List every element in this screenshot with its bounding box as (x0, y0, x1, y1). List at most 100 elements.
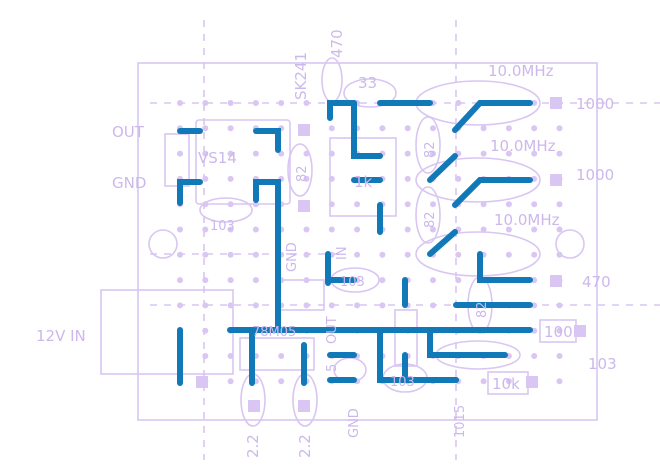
pad (556, 378, 563, 385)
pad (227, 251, 234, 258)
pad (227, 226, 234, 233)
pad (227, 378, 234, 385)
pad (531, 100, 538, 106)
pad (404, 251, 411, 258)
pad (177, 277, 183, 284)
pad (505, 150, 512, 157)
pad (430, 125, 436, 132)
pad (252, 251, 259, 258)
pad (202, 251, 209, 258)
pad (303, 302, 310, 309)
label-xtal3: 10.0MHz (494, 211, 560, 229)
pad (202, 302, 209, 309)
r1k-body (329, 137, 397, 217)
pad (227, 100, 234, 106)
pad (303, 100, 310, 106)
board-outline (137, 62, 598, 421)
pad (505, 201, 512, 208)
label-c82-a: 82 (423, 141, 438, 158)
label-out-mid: OUT (325, 316, 340, 344)
pad (531, 125, 538, 132)
c103a-body (199, 197, 253, 223)
pad (328, 302, 335, 309)
label-c22-b: 2.2 (296, 434, 314, 458)
pad (252, 226, 259, 233)
copper-traces (177, 100, 533, 386)
pad (531, 251, 538, 258)
pad (328, 226, 335, 233)
label-c1015: 1015 (453, 405, 468, 438)
pad (278, 100, 285, 106)
vs14-body (195, 119, 291, 205)
pad (278, 378, 285, 385)
pad (379, 302, 386, 309)
pad (505, 125, 512, 132)
pad (202, 150, 209, 157)
label-r1000-a: 1000 (576, 95, 614, 113)
pad (252, 100, 259, 106)
mounting-hole-left (148, 229, 178, 259)
pad (202, 175, 209, 182)
pad (354, 201, 361, 208)
square-pads (196, 97, 586, 412)
pad (227, 125, 234, 132)
c82c-body (287, 143, 313, 197)
label-xtal2: 10.0MHz (490, 137, 556, 155)
pad (531, 353, 538, 359)
pad (556, 353, 563, 359)
label-vs14: VS14 (198, 149, 237, 167)
label-power-in: 12V IN (36, 327, 86, 345)
pad (252, 150, 259, 157)
pad (531, 277, 538, 284)
pad (328, 125, 335, 132)
pad (430, 302, 436, 309)
pad (202, 100, 209, 106)
pad (480, 125, 487, 132)
pad (177, 150, 183, 157)
pad (177, 100, 183, 106)
pad (303, 251, 310, 258)
label-r100: 100 (544, 323, 573, 341)
pad (556, 201, 563, 208)
label-r10k: 10k (492, 375, 520, 393)
pad (252, 302, 259, 309)
c33-body (343, 78, 397, 108)
pad (404, 125, 411, 132)
pad (404, 175, 411, 182)
pad (404, 201, 411, 208)
c82b-body (415, 186, 441, 244)
pad (455, 277, 462, 284)
label-sk241: SK241 (292, 52, 310, 100)
pad (404, 150, 411, 157)
pad (556, 251, 563, 258)
label-r470-right: 470 (582, 273, 611, 291)
pad (227, 175, 234, 182)
label-c82-c: 82 (295, 165, 310, 182)
pad (354, 226, 361, 233)
pad (430, 226, 436, 233)
pad (354, 302, 361, 309)
label-c103-c: 103 (390, 375, 415, 390)
pad (480, 226, 487, 233)
pad (252, 277, 259, 284)
pad (531, 150, 538, 157)
pad (202, 353, 209, 359)
pad (430, 277, 436, 284)
pad (480, 378, 487, 385)
pad (379, 251, 386, 258)
pad (556, 125, 563, 132)
pad (455, 251, 462, 258)
label-c82-b: 82 (423, 211, 438, 228)
c82a-body (415, 116, 441, 174)
label-r5: 5 (325, 364, 340, 372)
pad (202, 327, 209, 334)
pad (227, 302, 234, 309)
gnd-in-block (279, 279, 325, 311)
pad (531, 201, 538, 208)
pad (278, 353, 285, 359)
power-jack (100, 289, 234, 375)
mounting-hole-right (555, 229, 585, 259)
label-c103-right: 103 (588, 355, 617, 373)
pad (455, 175, 462, 182)
